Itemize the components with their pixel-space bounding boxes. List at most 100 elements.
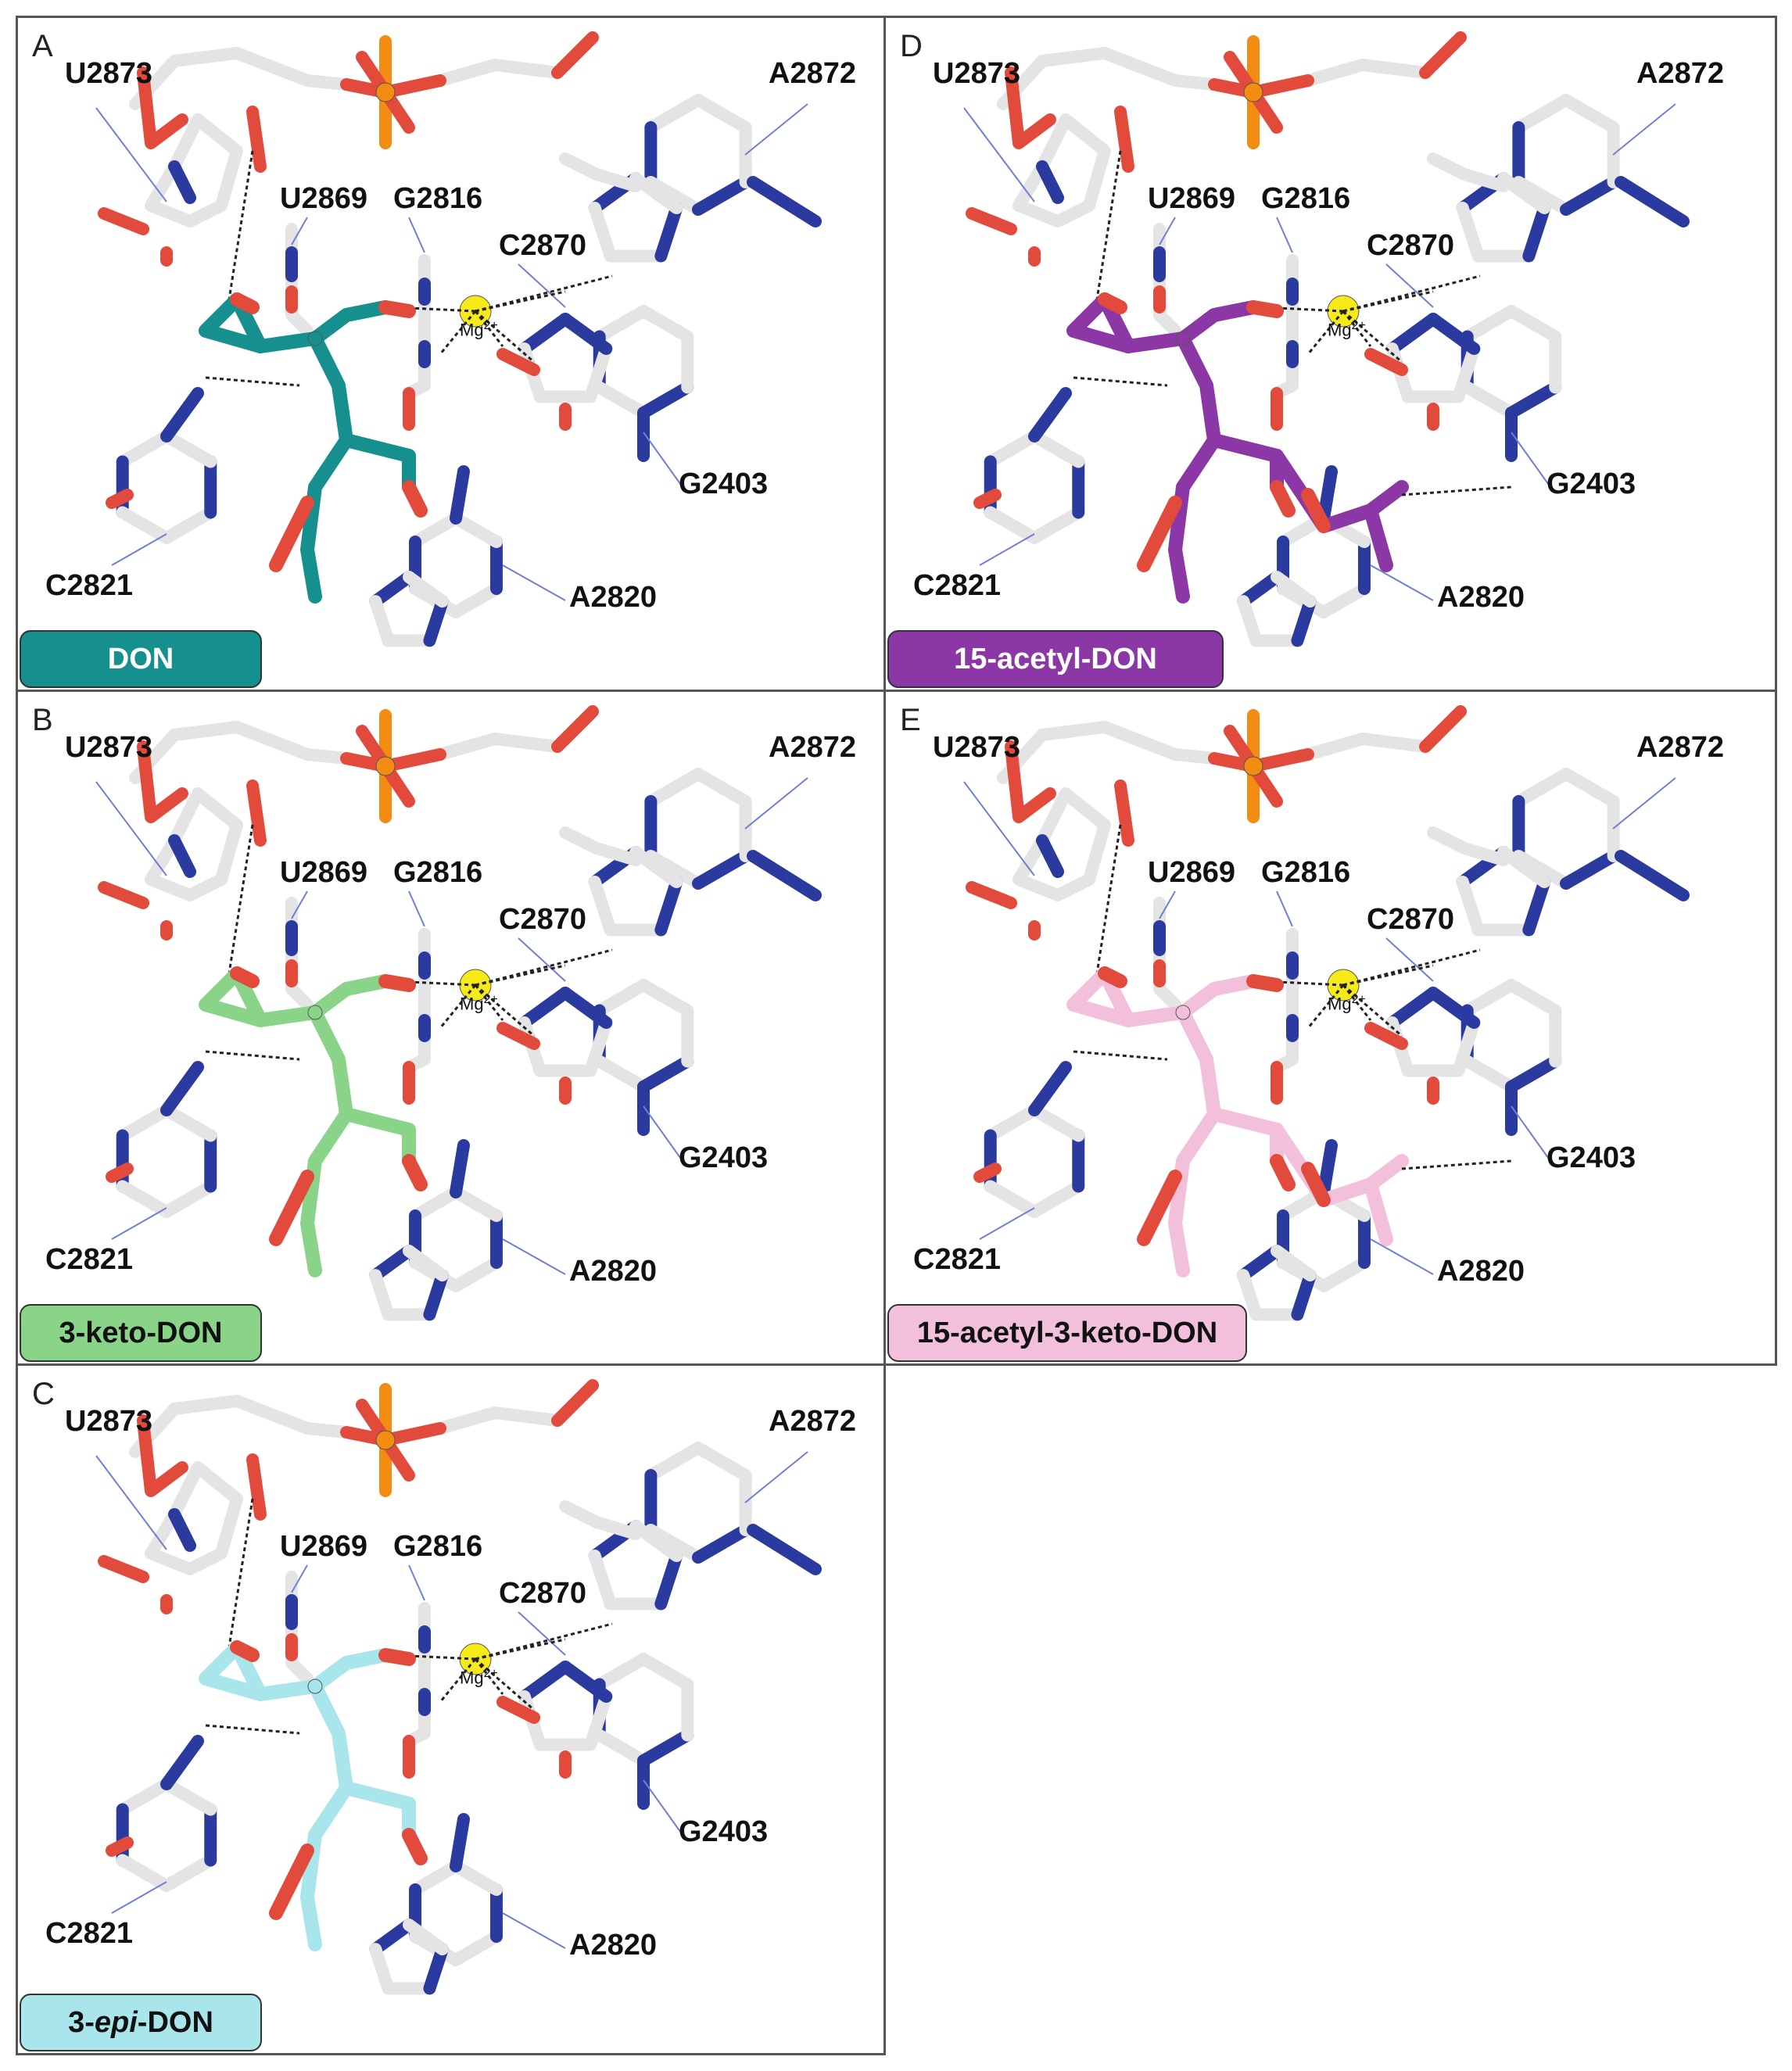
a2820-ring [409, 512, 462, 548]
rna-backbone [997, 709, 1463, 784]
c2821-ring [116, 1180, 173, 1218]
a2820-ring [1317, 1256, 1371, 1292]
a2820-amine [1317, 465, 1338, 525]
hbond-dashed-line [1342, 310, 1403, 364]
backbone-oxygen [1419, 31, 1467, 79]
label-leader-line [518, 263, 566, 308]
rna-backbone [129, 1383, 595, 1458]
c2821-ring [116, 506, 173, 544]
residue-label-u2873: U2873 [65, 731, 152, 764]
c2821-ring [1028, 1104, 1085, 1142]
a2820-ring [1271, 571, 1317, 608]
a2820-ring [369, 595, 395, 647]
hbond-dashed-line [205, 376, 300, 387]
label-leader-line [643, 432, 683, 488]
residue-label-u2873: U2873 [65, 1405, 152, 1438]
a2820-ring [450, 1930, 503, 1966]
g2403-oxygen [496, 348, 540, 376]
u2873-oxygen [966, 881, 1017, 909]
ligand-badge: 3-keto-DON [20, 1304, 262, 1362]
ligand-atom [307, 1005, 323, 1020]
g2403-ring [518, 313, 572, 356]
ligand-oxygen [1270, 480, 1296, 518]
a2820-ring [1291, 1269, 1317, 1321]
label-leader-line [1276, 217, 1293, 253]
a2872-ring [1522, 202, 1551, 263]
a2872-ring [654, 202, 683, 263]
a2872-ring [629, 1520, 683, 1563]
hbond-dashed-line [475, 984, 535, 1037]
a2872-ring [692, 1524, 752, 1564]
phosphorus-atom [375, 756, 396, 776]
a2820-ring [450, 1186, 503, 1222]
g2403-ring [593, 1729, 650, 1767]
g2403-ring [559, 987, 613, 1030]
a2872-ring [692, 768, 752, 808]
label-leader-line [408, 890, 425, 927]
hbond-dashed-line [439, 310, 477, 355]
label-leader-line [1385, 937, 1434, 982]
hbond-dashed-line [1342, 984, 1372, 1021]
label-leader-line [95, 781, 167, 876]
a2820-ring [369, 1269, 395, 1321]
ligand-acetyl-oxygen [1301, 1162, 1331, 1207]
label-leader-line [744, 1451, 808, 1503]
residue-label-a2820: A2820 [569, 1255, 657, 1288]
a2820-ring [423, 1269, 449, 1321]
c2821-amine [160, 387, 204, 443]
residue-label-u2869: U2869 [280, 182, 367, 215]
molecular-scene-c [95, 1379, 822, 1995]
ribose-oxygen [246, 779, 267, 847]
residue-label-g2403: G2403 [679, 1815, 769, 1848]
ligand-atom [1175, 1005, 1191, 1020]
rna-backbone [129, 709, 595, 784]
panel-b: B U2873 A2872 U2869 G2816 C2870 G2403 C2… [16, 690, 886, 1366]
panel-letter: E [900, 703, 921, 737]
c2821-ring [984, 506, 1041, 544]
a2872-link [559, 1500, 642, 1540]
a2872-amine [1615, 850, 1690, 901]
label-leader-line [979, 533, 1035, 566]
g2403-ring [593, 979, 650, 1017]
phosphorus-atom [375, 82, 396, 102]
ligand-badge: 15-acetyl-DON [887, 630, 1224, 688]
ligand-acetyl-group [1270, 449, 1409, 533]
label-leader-line [744, 103, 808, 156]
label-leader-line [1370, 1238, 1434, 1275]
ligand-epoxide [199, 292, 267, 353]
g2403-ring [584, 1690, 613, 1751]
molecular-scene-e [963, 705, 1690, 1321]
ligand-badge: DON [20, 630, 262, 688]
g2403-ring [637, 979, 694, 1017]
panel-letter: A [32, 29, 53, 63]
a2872-ring [644, 176, 704, 216]
c2821-ring [116, 1778, 173, 1816]
ribose-oxygen [137, 66, 188, 149]
hbond-dashed-line [205, 1724, 300, 1735]
ligand-acetyl-group [1364, 1177, 1393, 1246]
phosphorus-atom [375, 1430, 396, 1450]
a2820-ring [369, 571, 415, 608]
a2820-ring [403, 571, 449, 608]
a2820-ring [450, 1860, 503, 1896]
hbond-dashed-line [475, 310, 535, 364]
g2403-oxygen [496, 1696, 540, 1724]
ligand-atom [307, 331, 323, 346]
c2821-amine [1028, 1061, 1072, 1116]
u2873-nitrogen [1036, 160, 1064, 204]
g2403-ring [1460, 381, 1518, 419]
ligand-oxygen [269, 1843, 314, 1920]
a2872-ring [1512, 850, 1572, 890]
a2872-link [1427, 826, 1510, 866]
hbond-dashed-line [475, 290, 566, 313]
ligand-acetyl-oxygen [1301, 488, 1331, 533]
a2820-amine [450, 1139, 470, 1199]
label-leader-line [643, 1779, 683, 1836]
label-leader-line [1612, 777, 1676, 829]
a2820-ring [450, 1256, 503, 1292]
a2872-ring [588, 876, 617, 937]
g2403-ring [1460, 305, 1518, 343]
a2872-ring [588, 1550, 617, 1611]
a2820-ring [1317, 582, 1371, 618]
label-leader-line [95, 1455, 167, 1550]
